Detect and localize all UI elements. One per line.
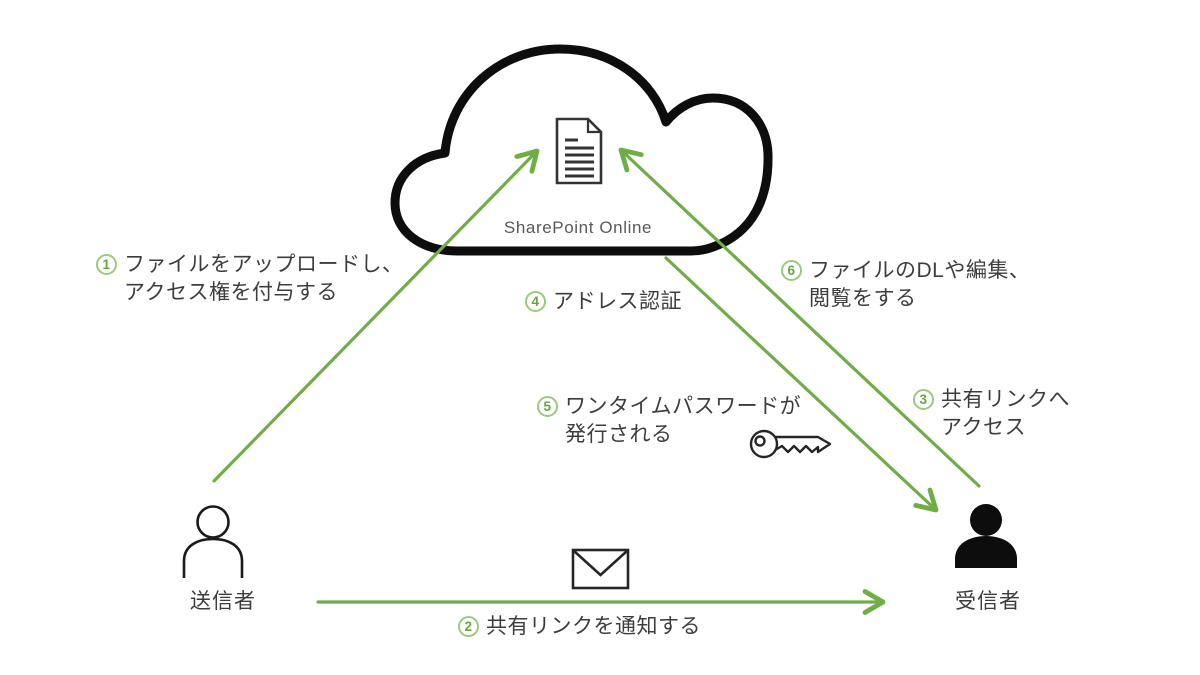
step-1-number: 1 (96, 254, 117, 275)
step-3-line1: 共有リンクへ (941, 388, 1070, 411)
envelope-icon (571, 548, 630, 590)
step-3-number: 3 (913, 389, 934, 410)
cloud-title: SharePoint Online (503, 218, 653, 237)
sender-label: 送信者 (190, 590, 256, 613)
step-1-line2: アクセス権を付与する (124, 281, 338, 304)
step-1-label: 1 ファイルをアップロードし、 アクセス権を付与する (96, 251, 404, 307)
step-5-line1: ワンタイムパスワードが (565, 395, 802, 418)
step-4-label: 4 アドレス認証 (525, 288, 682, 316)
step-2-label: 2 共有リンクを通知する (458, 613, 701, 641)
step-3-line2: アクセス (941, 416, 1026, 439)
receiver-person-icon (955, 504, 1017, 568)
step-6-number: 6 (781, 260, 802, 281)
document-icon (555, 117, 603, 185)
step-5-number: 5 (537, 396, 558, 417)
step-4-line1: アドレス認証 (553, 290, 682, 313)
arrow-access-to-cloud (618, 147, 981, 488)
arrow-upload-to-cloud (212, 148, 540, 483)
step-6-label: 6 ファイルのDLや編集、 閲覧をする (781, 257, 1030, 313)
key-icon (749, 429, 832, 459)
step-6-line2: 閲覧をする (809, 287, 917, 310)
step-2-number: 2 (458, 616, 479, 637)
receiver-label: 受信者 (955, 590, 1021, 613)
sender-person-icon (182, 505, 244, 578)
step-1-line1: ファイルをアップロードし、 (124, 253, 404, 276)
arrow-cloud-to-receiver (664, 256, 939, 513)
step-2-line1: 共有リンクを通知する (486, 615, 701, 638)
step-5-label: 5 ワンタイムパスワードが 発行される (537, 393, 801, 449)
step-4-number: 4 (525, 291, 546, 312)
step-6-line1: ファイルのDLや編集、 (809, 259, 1031, 282)
step-5-line2: 発行される (565, 423, 673, 446)
step-3-label: 3 共有リンクへ アクセス (913, 386, 1070, 442)
